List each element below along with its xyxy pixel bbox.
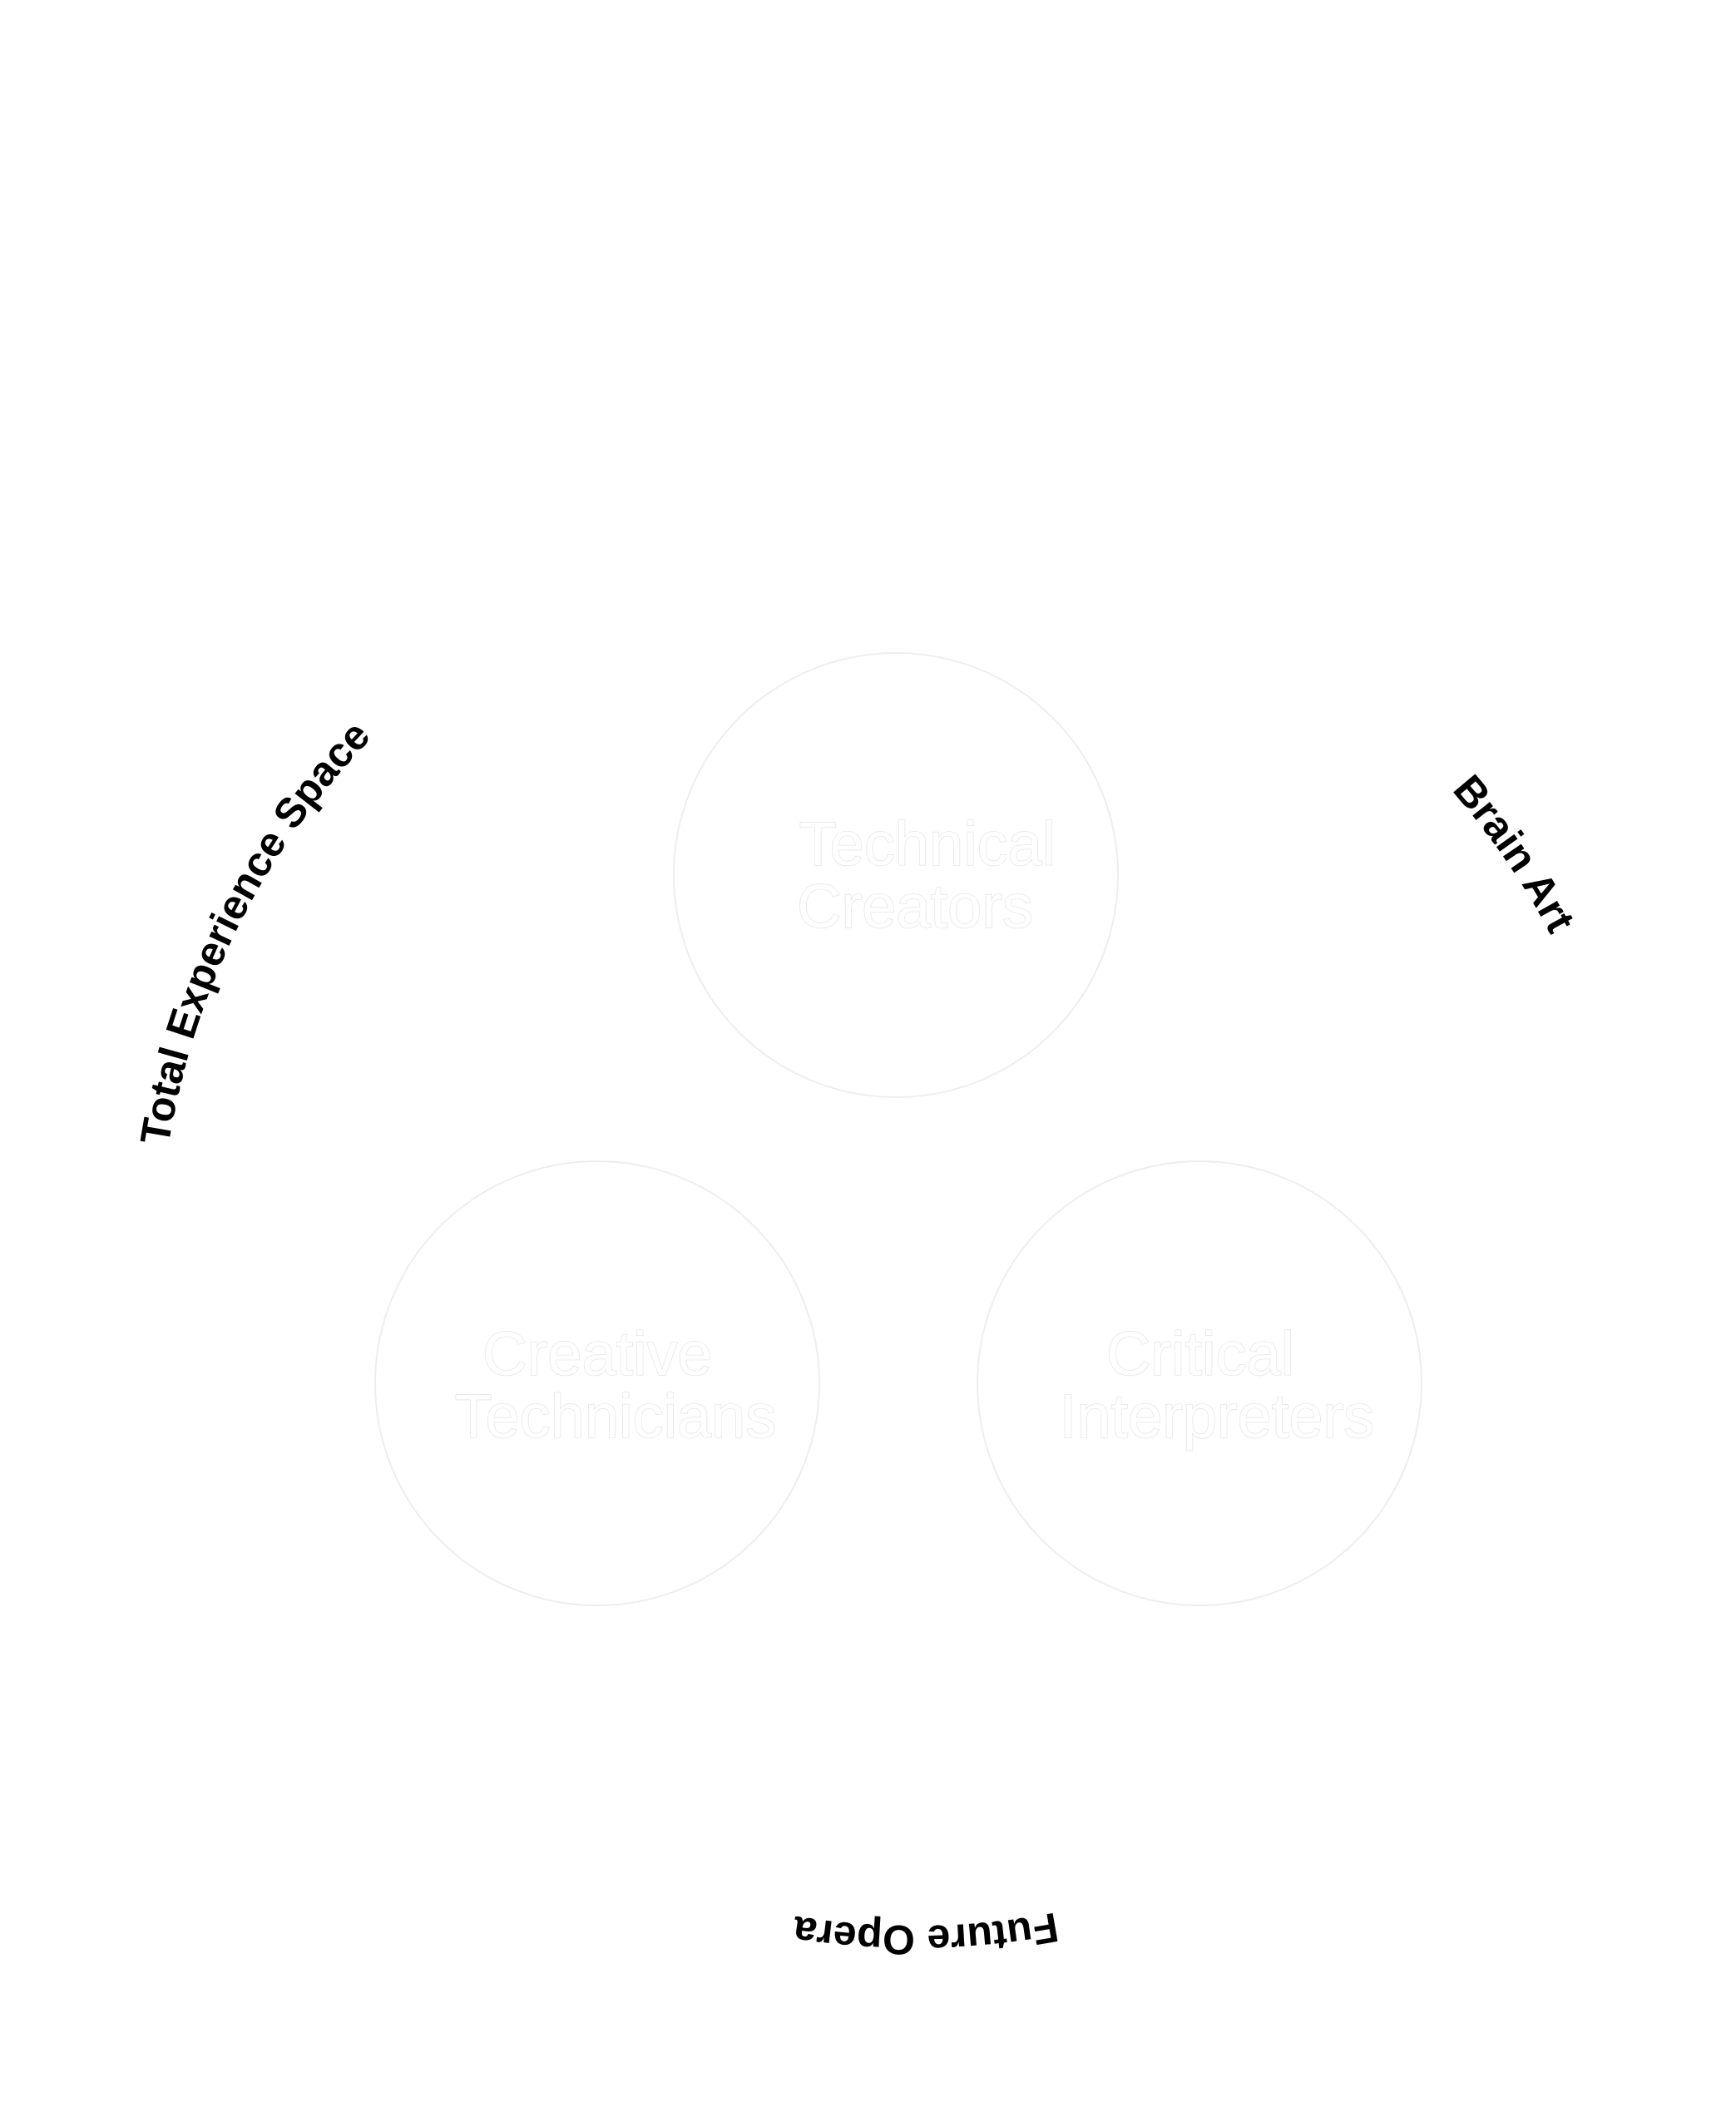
circle-technical-creators: Technical Creators (673, 652, 1119, 1098)
creative-technicians-line1: Creative (482, 1319, 712, 1388)
circle-right (977, 1160, 1422, 1606)
circle-top (673, 652, 1119, 1098)
circle-creative-technicians: Creative Technicians (374, 1160, 820, 1606)
circle-left (374, 1160, 820, 1606)
total-experience-space-text: Total Experience Space (131, 712, 378, 1148)
technical-creators-line1: Technical (799, 809, 1056, 878)
future-opera-label: Future Opera (789, 1904, 1062, 1964)
future-opera-text: Future Opera (789, 1904, 1062, 1964)
brain-art-text: Brain Art (1445, 766, 1585, 940)
critical-interpreters-line1: Critical (1106, 1319, 1294, 1388)
technical-creators-line2: Creators (797, 872, 1033, 941)
creative-technicians-line2: Technicians (455, 1382, 777, 1451)
brain-art-label: Brain Art (1445, 766, 1585, 940)
total-experience-space-label: Total Experience Space (131, 712, 378, 1148)
critical-interpreters-line2: Interpreters (1060, 1382, 1374, 1451)
circle-critical-interpreters: Critical Interpreters (977, 1160, 1422, 1606)
